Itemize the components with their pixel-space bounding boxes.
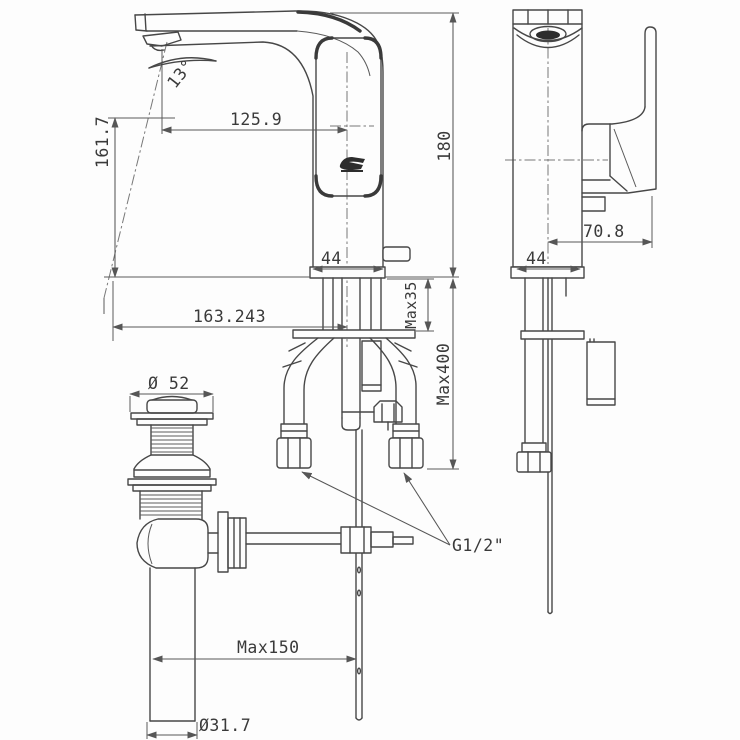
drain-port-nut	[227, 517, 247, 569]
popup-rod-nut	[359, 400, 403, 431]
drain-cap	[146, 399, 198, 414]
drain-port-flange	[217, 511, 229, 573]
side-under-deck	[516, 277, 616, 615]
front-view	[103, 10, 411, 347]
body-panel	[315, 37, 382, 197]
drain-assembly	[127, 395, 414, 722]
handle-and-body-outline	[134, 10, 384, 268]
dim-drain-pipe: Ø31.7	[146, 716, 251, 739]
dim-max-hose: Max400	[427, 278, 459, 470]
drain-washers	[127, 478, 217, 492]
dim-total-reach: 163.243	[112, 281, 348, 341]
drain-flange	[130, 412, 214, 420]
dim-thread-size: G1/2"	[301, 471, 504, 555]
dim-max-deck: Max35	[387, 278, 434, 332]
left-hose-nut	[276, 437, 312, 469]
mounting-bracket-front	[361, 340, 382, 392]
max-deck-label: Max35	[402, 281, 420, 329]
spout-opening-dark	[536, 30, 560, 40]
body-width-front-label: 44	[321, 249, 342, 268]
spout-opening	[529, 25, 567, 43]
mounting-plate-front	[292, 329, 416, 339]
total-reach-label: 163.243	[193, 307, 266, 326]
brand-logo-underline	[341, 170, 363, 172]
body-width-side-label: 44	[526, 249, 547, 268]
dim-overall-height: 180	[330, 12, 459, 278]
panel-corner-tl	[314, 36, 334, 60]
left-supply-hose	[276, 337, 335, 469]
spout-height-label: 161.7	[93, 116, 112, 168]
handle-end	[134, 14, 137, 31]
side-depth-label: 70.8	[583, 222, 625, 241]
dim-spout-height: 161.7	[93, 116, 175, 278]
popup-rod-front	[355, 429, 363, 721]
lift-rod-linkage	[245, 526, 414, 554]
max-hose-label: Max400	[434, 343, 453, 406]
drain-trap-body	[136, 518, 209, 569]
panel-corner-tr	[363, 36, 383, 60]
drain-tailpipe	[149, 567, 196, 722]
spout-tip	[142, 31, 182, 47]
drain-flange-label: Ø 52	[148, 374, 190, 393]
mounting-bracket-side	[586, 341, 616, 406]
panel-corner-bl	[314, 174, 334, 198]
dim-spout-angle: 13°	[148, 56, 217, 92]
brand-logo	[339, 157, 365, 170]
overall-height-label: 180	[435, 130, 454, 161]
side-handle	[581, 26, 657, 212]
dimensions: 161.7 125.9 13° 180 44	[93, 12, 653, 739]
drain-lower-thread	[139, 490, 203, 520]
spout-mouth-arc-inner	[516, 34, 580, 49]
handle-body-seam	[296, 30, 371, 77]
drain-pipe-label: Ø31.7	[199, 716, 251, 735]
right-supply-hose	[369, 337, 424, 469]
side-outlet	[382, 246, 411, 262]
dim-side-depth: 70.8	[547, 196, 653, 248]
dim-drain-flange: Ø 52	[129, 374, 214, 412]
side-view	[505, 9, 657, 615]
side-hose-nut	[516, 451, 552, 473]
dim-max-rod: Max150	[152, 638, 357, 663]
handle-corner-accent	[296, 10, 362, 33]
dim-body-width-side: 44	[516, 249, 581, 273]
water-stream-centerline	[103, 41, 168, 299]
spout-reach-label: 125.9	[230, 110, 282, 129]
spout-mouth-arc-outer	[513, 27, 583, 42]
handle-end-bottom	[135, 29, 148, 32]
drain-upper-thread	[150, 424, 194, 456]
rod-clevis	[340, 526, 372, 554]
panel-corner-br	[363, 174, 383, 198]
right-hose-nut	[388, 437, 424, 469]
drain-bell	[133, 454, 211, 478]
center-tube-end	[341, 417, 361, 431]
thread-size-label: G1/2"	[452, 536, 504, 555]
dim-body-width-front: 44	[312, 249, 384, 273]
front-under-deck	[276, 277, 424, 721]
handle-notch	[144, 13, 147, 32]
spout-underside-and-left-edge	[149, 41, 314, 268]
side-hose-hex	[521, 442, 547, 453]
mounting-plate-side	[520, 330, 585, 340]
max-rod-label: Max150	[237, 638, 300, 657]
